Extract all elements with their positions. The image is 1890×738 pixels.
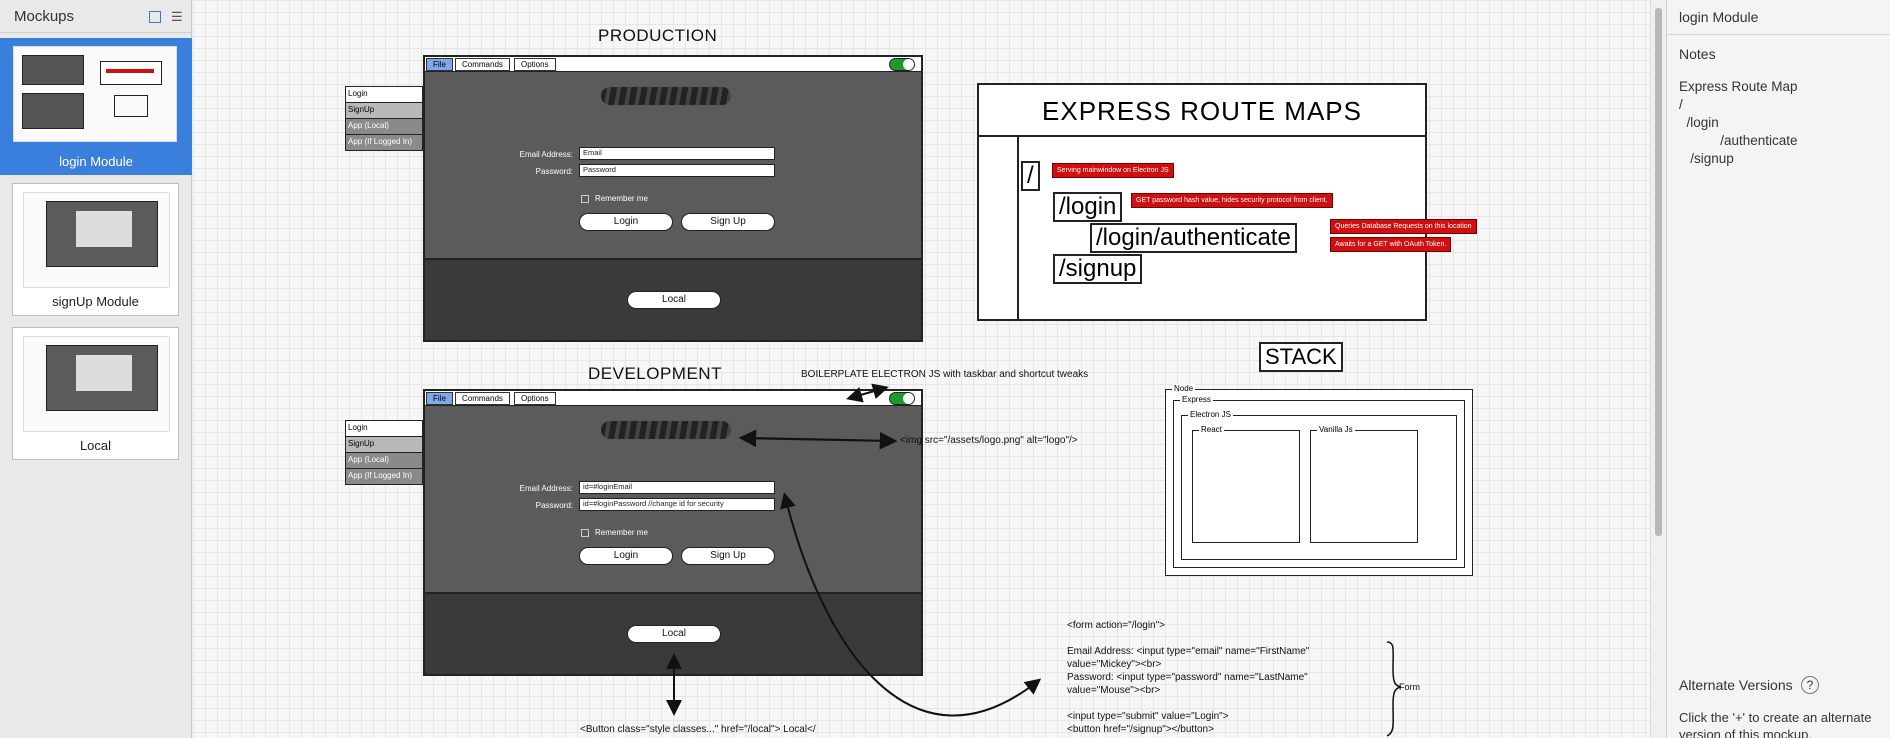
mockup-thumbnail [23, 336, 170, 432]
alternate-versions-desc: Click the '+' to create an alternate ver… [1679, 710, 1872, 738]
mockup-item-label: signUp Module [52, 294, 139, 309]
mockup-thumbnail [13, 46, 177, 142]
stack-vanilla-box: Vanilla Js [1310, 425, 1418, 543]
menu-commands[interactable]: Commands [455, 392, 510, 405]
password-input[interactable]: id=#loginPassword //change id for securi… [579, 498, 775, 511]
local-button[interactable]: Local [627, 291, 721, 309]
route-root: / [1021, 161, 1040, 191]
logo-scribble [601, 87, 731, 105]
email-label: Email Address: [519, 150, 573, 159]
scrollbar-thumb[interactable] [1655, 8, 1662, 536]
remember-checkbox[interactable] [581, 195, 589, 203]
menu-commands[interactable]: Commands [455, 58, 510, 71]
window-menubar: File Commands Options [425, 57, 921, 72]
notes-text[interactable]: Express Route Map / /login /authenticate… [1679, 79, 1798, 166]
menu-options[interactable]: Options [514, 58, 556, 71]
email-label: Email Address: [519, 484, 573, 493]
stack-electron-label: Electron JS [1188, 410, 1233, 419]
square-view-icon[interactable] [149, 11, 161, 23]
remember-label: Remember me [595, 194, 648, 203]
window-menubar: File Commands Options [425, 391, 921, 406]
route-map-divider [1017, 137, 1019, 319]
mockup-canvas[interactable]: PRODUCTION Login SignUp App (Local) App … [193, 0, 1650, 738]
stack-vanilla-label: Vanilla Js [1317, 425, 1355, 434]
side-item-signup[interactable]: SignUp [345, 102, 423, 119]
properties-panel: login Module Notes Express Route Map / /… [1666, 0, 1890, 738]
mockup-item-local[interactable]: Local [12, 327, 179, 460]
stack-react-label: React [1199, 425, 1224, 434]
panel-title: login Module [1667, 0, 1890, 35]
login-button[interactable]: Login [579, 213, 673, 231]
button-code-note: <Button class="style classes..." href="/… [580, 724, 816, 735]
development-window: File Commands Options Email Address: id=… [423, 389, 923, 676]
side-item-app-logged-in[interactable]: App (If Logged In) [345, 468, 423, 485]
menu-file[interactable]: File [426, 392, 453, 405]
help-icon[interactable]: ? [1801, 676, 1819, 694]
password-label: Password: [535, 167, 573, 176]
form-code-note: <form action="/login"> Email Address: <i… [1067, 620, 1310, 735]
window-footer: Local [425, 258, 921, 340]
remember-checkbox[interactable] [581, 529, 589, 537]
mockup-item-login[interactable]: login Module [0, 38, 192, 175]
form-brace-label: Form [1399, 682, 1420, 692]
notes-label: Notes [1679, 46, 1716, 62]
production-side-nav: Login SignUp App (Local) App (If Logged … [345, 86, 423, 151]
mockup-item-label: login Module [59, 154, 133, 169]
route-login-authenticate: /login/authenticate [1090, 223, 1297, 253]
menu-icon[interactable]: ☰ [171, 9, 183, 24]
side-item-app-local[interactable]: App (Local) [345, 118, 423, 135]
production-window: File Commands Options Email Address: Ema… [423, 55, 923, 342]
route-auth-tag-1: Queries Database Requests on this locati… [1330, 219, 1477, 234]
side-item-app-local[interactable]: App (Local) [345, 452, 423, 469]
window-footer: Local [425, 592, 921, 674]
mockups-title: Mockups [14, 7, 75, 25]
login-button[interactable]: Login [579, 547, 673, 565]
development-heading: DEVELOPMENT [588, 364, 722, 383]
stack-react-box: React [1192, 425, 1300, 543]
img-tag-note: <img src="/assets/logo.png" alt="logo"/> [900, 435, 1078, 446]
stack-express-label: Express [1180, 395, 1213, 404]
email-input[interactable]: Email [579, 147, 775, 160]
form-brace [1386, 641, 1402, 737]
mockup-thumbnail [23, 192, 170, 288]
route-auth-tag-2: Awaits for a GET with OAuth Token. [1330, 237, 1452, 252]
mockup-item-label: Local [79, 438, 112, 453]
side-item-login[interactable]: Login [345, 420, 423, 437]
alternate-versions-title: Alternate Versions [1679, 677, 1793, 693]
signup-button[interactable]: Sign Up [681, 213, 775, 231]
side-item-login[interactable]: Login [345, 86, 423, 103]
remember-label: Remember me [595, 528, 648, 537]
route-signup: /signup [1053, 254, 1143, 284]
mockup-item-signup[interactable]: signUp Module [12, 183, 179, 316]
canvas-scrollbar[interactable] [1650, 0, 1666, 738]
email-input[interactable]: id=#loginEmail [579, 481, 775, 494]
production-heading: PRODUCTION [598, 26, 718, 45]
route-login: /login [1053, 192, 1123, 222]
signup-button[interactable]: Sign Up [681, 547, 775, 565]
boilerplate-note: BOILERPLATE ELECTRON JS with taskbar and… [801, 369, 1089, 380]
password-input[interactable]: Password [579, 164, 775, 177]
stack-title: STACK [1259, 342, 1343, 372]
side-item-signup[interactable]: SignUp [345, 436, 423, 453]
stack-node-label: Node [1172, 384, 1196, 393]
logo-scribble [601, 421, 731, 439]
development-side-nav: Login SignUp App (Local) App (If Logged … [345, 420, 423, 485]
local-button[interactable]: Local [627, 625, 721, 643]
route-root-tag: Serving mainwindow on Electron JS [1052, 163, 1174, 178]
toggle-switch[interactable] [889, 58, 915, 71]
menu-options[interactable]: Options [514, 392, 556, 405]
mockups-panel: Mockups ☰ login Module signUp Module [0, 0, 192, 738]
mockups-header: Mockups ☰ [0, 0, 191, 33]
password-label: Password: [535, 501, 573, 510]
route-login-tag: GET password hash value, hides security … [1131, 193, 1333, 208]
menu-file[interactable]: File [426, 58, 453, 71]
route-map-title: EXPRESS ROUTE MAPS [979, 85, 1425, 137]
side-item-app-logged-in[interactable]: App (If Logged In) [345, 134, 423, 151]
toggle-switch[interactable] [889, 392, 915, 405]
